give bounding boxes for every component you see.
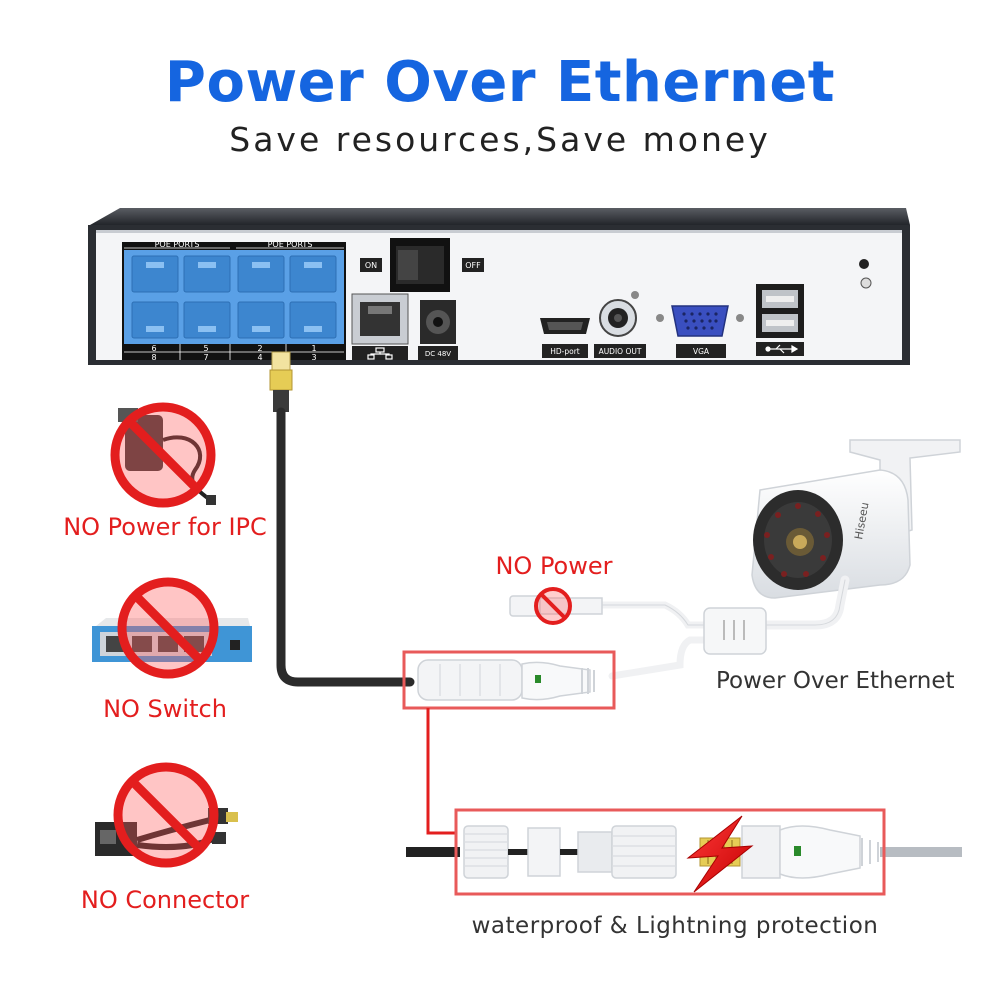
usb-icon <box>765 344 799 354</box>
dc-jack: DC 48V <box>418 300 458 360</box>
poe-label-right: POE PORTS <box>268 240 313 249</box>
dc-plug <box>509 587 603 625</box>
prohibited-icon <box>534 587 572 625</box>
no-power-item <box>110 402 216 508</box>
power-switch: ON OFF <box>360 238 484 292</box>
waterproof-connector <box>406 808 962 896</box>
port-number: 2 <box>257 344 262 353</box>
poe-label-left: POE PORTS <box>155 240 200 249</box>
page-title: Power Over Ethernet <box>164 50 836 115</box>
port-number: 3 <box>311 353 316 362</box>
ground-screw-icon <box>859 259 872 289</box>
network-icon <box>367 347 393 360</box>
vga-label: VGA <box>693 347 710 356</box>
switch-off-label: OFF <box>465 261 481 270</box>
camera-rj45-connector <box>402 650 616 710</box>
lightning-icon <box>686 815 754 893</box>
no-connector-item <box>95 762 238 868</box>
no-switch-label: NO Switch <box>103 695 227 723</box>
switch-on-label: ON <box>365 261 377 270</box>
lan-port <box>351 293 409 360</box>
prohibited-icon <box>110 402 216 508</box>
camera-poe-junction <box>703 607 767 655</box>
port-number: 1 <box>311 344 316 353</box>
port-number: 8 <box>151 353 156 362</box>
hdmi-port: HD-port <box>540 318 590 358</box>
bullet-camera: Hiseeu <box>751 439 961 599</box>
port-number: 4 <box>257 353 262 362</box>
camera-cables <box>596 575 850 680</box>
port-number: 6 <box>151 344 156 353</box>
ethernet-cable <box>276 407 415 687</box>
audio-label: AUDIO OUT <box>599 347 642 356</box>
page-subtitle: Save resources,Save money <box>229 120 771 159</box>
poe-ports-block: POE PORTS POE PORTS 6 5 2 1 8 7 4 3 <box>122 240 346 362</box>
port-number: 7 <box>203 353 208 362</box>
hdmi-label: HD-port <box>550 347 580 356</box>
usb-ports <box>756 284 804 356</box>
nvr-device: POE PORTS POE PORTS 6 5 2 1 8 7 4 3 <box>88 208 910 365</box>
rj45-plug <box>269 351 293 412</box>
vga-port: VGA <box>656 305 744 358</box>
dc-label: DC 48V <box>425 350 451 358</box>
no-power-label: NO Power for IPC <box>63 513 267 541</box>
bottom-caption: waterproof & Lightning protection <box>471 913 879 939</box>
prohibited-icon <box>117 577 219 679</box>
camera-no-power-label: NO Power <box>495 552 613 580</box>
port-number: 5 <box>203 344 208 353</box>
camera-brand: Hiseeu <box>852 501 871 540</box>
audio-port: AUDIO OUT <box>594 291 646 358</box>
no-switch-item <box>92 577 252 679</box>
prohibited-icon <box>113 762 219 868</box>
callout-line <box>426 708 456 835</box>
no-connector-label: NO Connector <box>80 886 250 914</box>
camera-poe-label: Power Over Ethernet <box>716 668 955 694</box>
